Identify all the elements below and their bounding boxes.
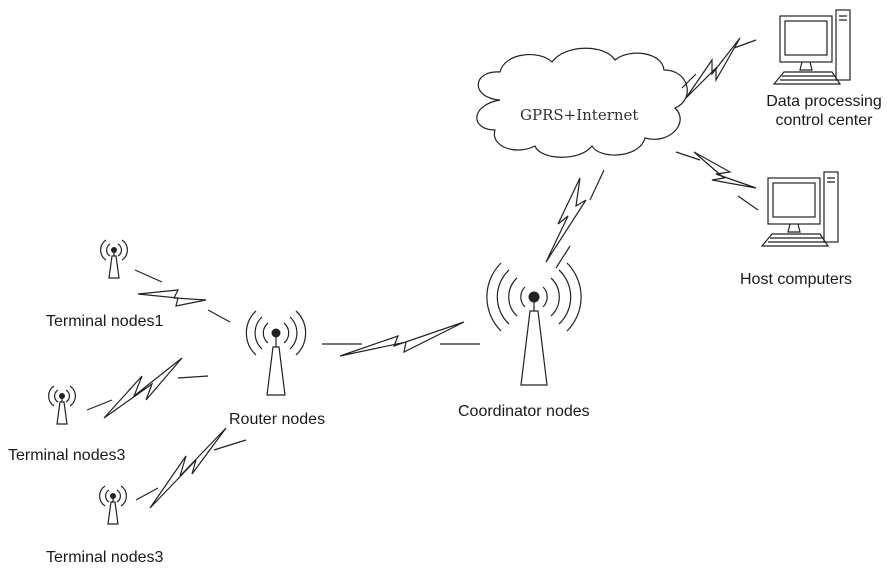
coordinator-node-label: Coordinator nodes — [458, 403, 590, 420]
terminal-node-3-label: Terminal nodes3 — [46, 549, 164, 566]
coordinator-node-icon — [486, 262, 582, 386]
host-computer-icon — [760, 171, 839, 247]
terminal-node-1-icon — [100, 239, 128, 279]
cloud-label: GPRS+Internet — [520, 106, 639, 124]
link-coordinator-cloud — [545, 169, 605, 269]
link-terminal2-router — [86, 357, 209, 419]
host-computers-label: Host computers — [740, 271, 853, 288]
terminal-node-3-icon — [99, 485, 127, 525]
terminal-node-2-label: Terminal nodes3 — [8, 447, 126, 464]
data-center-computer-icon — [772, 9, 851, 85]
terminal-node-2-icon — [48, 385, 76, 425]
data-center-label-line1: Data processing — [766, 93, 882, 110]
data-center-label: Data processing control center — [756, 92, 892, 130]
router-node-icon — [245, 310, 307, 396]
data-center-label-line2: control center — [775, 112, 873, 130]
link-router-coordinator — [322, 321, 480, 357]
link-terminal3-router — [135, 427, 247, 509]
terminal-node-1-label: Terminal nodes1 — [46, 313, 164, 330]
link-cloud-datacenter — [681, 37, 757, 99]
link-cloud-host — [675, 151, 759, 211]
router-node-label: Router nodes — [229, 411, 326, 428]
link-terminal1-router — [134, 269, 231, 323]
cloud-shape — [476, 47, 688, 158]
